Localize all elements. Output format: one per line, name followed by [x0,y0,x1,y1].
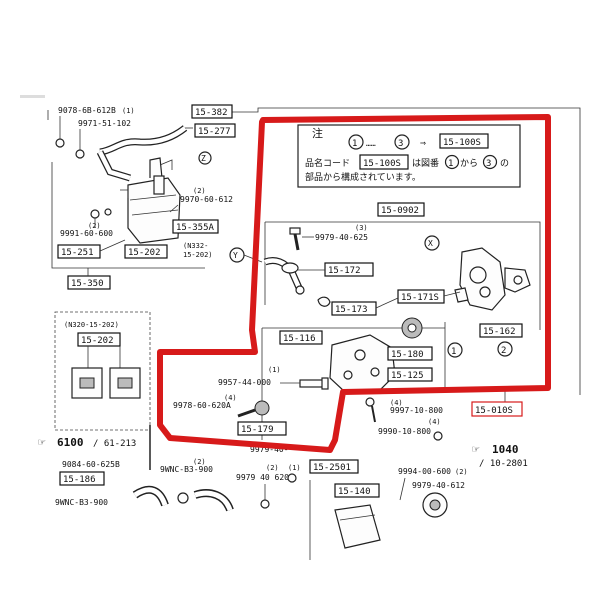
pn-9979-6208: 9979 40 6208 [236,473,294,482]
qty: (4) [428,418,441,426]
note-line1-code: 15-100S [363,159,401,169]
z-mark: Z [201,154,206,163]
pn-9990: 9990-10-800 [378,427,431,436]
ref-15-173: 15-173 [335,305,368,315]
qty: (4) [224,394,237,402]
ref-15-251: 15-251 [61,248,94,258]
ref-61-213: / 61-213 [93,439,136,449]
ref-15-180: 15-180 [391,350,424,360]
ref-15-0902: 15-0902 [381,206,419,216]
pn-9971: 9971-51-102 [78,119,131,128]
ref-15-125: 15-125 [391,371,424,381]
highlight-outline [157,114,551,453]
note-line1-c1: 1 [448,159,453,169]
pn-9970: 9970-60-612 [180,195,233,204]
qty: (2) [266,464,279,472]
qty: (1) [122,107,135,115]
pn-9078: 9078-6B-612B [58,106,116,115]
ref-15-140: 15-140 [338,487,371,497]
ref-15-202: 15-202 [128,248,161,258]
ref-15-171S: 15-171S [401,293,439,303]
ref-15-202b: 15-202 [81,336,114,346]
qty: (4) [390,399,403,407]
ref-15-162: 15-162 [483,327,516,337]
scan-artifact [20,95,45,98]
note-line1-prefix: 品名コード [305,157,350,169]
qty: (2) [193,458,206,466]
note-circle-1: 1 [352,139,357,149]
hand-icon-6100: ☞ [38,435,46,449]
ref-1040: 1040 [492,443,519,456]
pn-9957: 9957-44-000 [218,378,271,387]
ref-15-172: 15-172 [328,266,361,276]
qty: (3) [355,224,368,232]
pn-9979-625: 9979-40-625 [315,233,368,242]
pn-9084: 9084-60-625B [62,460,120,469]
qty: (1) [288,464,301,472]
ref-15-277: 15-277 [198,127,231,137]
y-mark: Y [233,251,238,260]
callout-2: 2 [501,346,506,356]
note-dots: …… [366,139,376,148]
note-n332: (N332- [183,242,208,250]
detail-label: (N320-15-202) [64,321,119,329]
ref-15-186: 15-186 [63,475,96,485]
note-line1-mid: は図番 [412,157,439,169]
pn-9994: 9994-00-600 [398,467,451,476]
note-circle-3: 3 [398,139,403,149]
ref-15-350: 15-350 [71,279,104,289]
ref-15-382: 15-382 [195,108,228,118]
note-line1-no: の [500,159,509,169]
ref-15-010S: 15-010S [475,406,513,416]
qty: (2) [455,468,468,476]
qty: (2) [88,222,101,230]
pn-9978: 9978-60-620A [173,401,231,410]
ref-15-2501: 15-2501 [313,463,351,473]
pn-9997: 9997-10-800 [390,406,443,415]
qty: (2) [193,187,206,195]
ref-15-179: 15-179 [241,425,274,435]
ref-10-2801: / 10-2801 [479,459,528,469]
pn-9991: 9991-60-600 [60,229,113,238]
x-mark: X [428,239,433,248]
ref-15-355A: 15-355A [176,223,215,233]
ref-6100: 6100 [57,436,84,449]
note-line1-kara: から [460,158,478,169]
note-title: 注 [312,126,323,140]
pn-9wnc-a: 9WNC-B3-900 [160,465,213,474]
ref-15-116: 15-116 [283,334,316,344]
qty: (1) [268,366,281,374]
note-line1-c3: 3 [486,159,491,169]
bottom-left-refs: ☞ 6100 / 61-213 9084-60-625B 15-186 9WNC… [38,425,301,512]
note-line2: 部品から構成されています。 [305,171,421,183]
reservoir-assembly: 9078-6B-612B (1) 9971-51-102 Z (2) 9970-… [51,104,236,290]
housing-section: 15-116 15-180 1 15-125 (1) 9957-44-000 (… [173,317,463,454]
note-box: 注 1 …… 3 ⇒ 15-100S 品名コード 15-100S は図番 1 か… [297,124,521,188]
pn-9979-40: 9979-40- [250,445,289,454]
pn-9wnc-b: 9WNC-B3-900 [55,498,108,507]
detail-n320: (N320-15-202) 15-202 [54,311,151,431]
note-n332b: 15-202) [183,251,213,259]
note-arrow: ⇒ [420,138,426,149]
note-ref-15-100S: 15-100S [443,138,481,148]
callout-1: 1 [451,347,456,357]
pn-9979-612: 9979-40-612 [412,481,465,490]
bottom-right-refs: 15-2501 15-140 9994-00-600 (2) 9979-40-6… [309,442,528,560]
hand-icon-1040: ☞ [472,442,480,456]
frame-lines [47,107,581,395]
pump-subassembly: 15-0902 (3) 9979-40-625 Y 15-172 X 15-1 [229,202,541,357]
